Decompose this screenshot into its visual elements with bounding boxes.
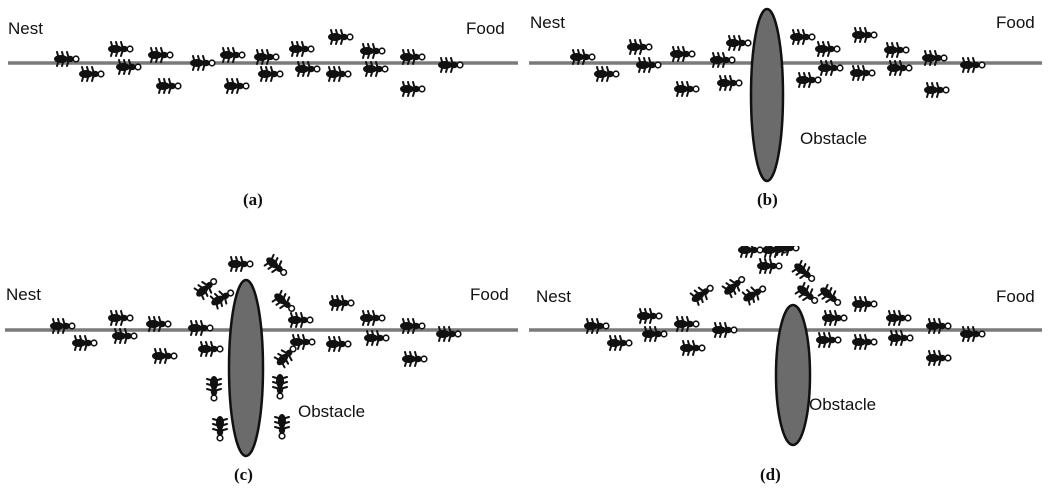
ant-icon <box>852 335 877 349</box>
ant-icon <box>198 342 223 356</box>
obstacle <box>751 9 783 181</box>
nest-label: Nest <box>6 285 41 304</box>
panel-d: Nest Food Obstacle (d) <box>524 246 1048 492</box>
food-label: Food <box>470 285 509 304</box>
ant-icon <box>438 58 463 72</box>
panel-b-figure: Nest Food Obstacle (b) <box>524 0 1048 246</box>
food-label: Food <box>996 287 1035 306</box>
panel-c-figure: Nest Food Obstacle (c) <box>0 246 524 492</box>
ant-icon <box>188 321 213 335</box>
ant-icon <box>924 83 949 97</box>
ant-icon <box>816 283 844 310</box>
ant-icon <box>220 48 245 62</box>
ant-icon <box>816 333 841 347</box>
ant-icon <box>148 48 173 62</box>
obstacle-label: Obstacle <box>809 395 876 414</box>
ant-icon <box>607 336 632 350</box>
ant-icon <box>726 36 751 50</box>
ant-icon <box>289 42 314 56</box>
ant-icon <box>402 352 427 366</box>
ant-icon <box>275 414 289 439</box>
ant-icon <box>822 311 847 325</box>
ant-icon <box>886 311 911 325</box>
obstacle-label: Obstacle <box>298 402 365 421</box>
ant-icon <box>594 67 619 81</box>
ant-icon <box>815 42 840 56</box>
ant-icon <box>270 289 298 316</box>
ant-icon <box>228 257 253 271</box>
ant-icon <box>884 43 909 57</box>
ant-icon <box>262 253 290 280</box>
ant-icon <box>273 342 300 369</box>
ant-icon <box>926 351 951 365</box>
panel-d-figure: Nest Food Obstacle (d) <box>524 246 1048 492</box>
ant-icon <box>364 331 389 345</box>
ant-icon <box>774 246 799 255</box>
ant-icon <box>850 66 875 80</box>
food-label: Food <box>466 19 505 38</box>
ant-icon <box>790 259 818 286</box>
nest-label: Nest <box>536 287 571 306</box>
food-label: Food <box>996 13 1035 32</box>
nest-label: Nest <box>530 13 565 32</box>
ant-icon <box>757 259 782 273</box>
ant-icon <box>712 323 737 337</box>
ant-icon <box>108 42 133 56</box>
ant-icon <box>400 82 425 96</box>
ant-icon <box>224 79 249 93</box>
panel-caption: (d) <box>760 465 781 484</box>
ant-icon <box>793 281 821 308</box>
ant-icon <box>108 311 133 325</box>
panel-b: Nest Food Obstacle (b) <box>524 0 1048 246</box>
panel-caption: (b) <box>757 190 778 209</box>
ant-icon <box>72 336 97 350</box>
ant-icon <box>156 79 181 93</box>
ant-icon <box>790 30 815 44</box>
ant-icon <box>738 246 763 257</box>
panel-caption: (a) <box>243 190 263 209</box>
ant-icon <box>152 349 177 363</box>
ant-icon <box>360 311 385 325</box>
ant-icon <box>796 73 821 87</box>
ant-icon <box>207 376 221 401</box>
ant-icon <box>273 374 287 399</box>
panel-a: Nest Food (a) <box>0 0 524 246</box>
panel-c: Nest Food Obstacle (c) <box>0 246 524 492</box>
obstacle-label: Obstacle <box>800 129 867 148</box>
ant-icon <box>627 40 652 54</box>
obstacle <box>776 305 810 445</box>
ant-icon <box>79 67 104 81</box>
ant-icon <box>329 296 354 310</box>
ant-icon <box>960 58 985 72</box>
ant-icon <box>680 341 705 355</box>
ant-icon <box>326 67 351 81</box>
nest-label: Nest <box>8 19 43 38</box>
panel-caption: (c) <box>234 465 253 484</box>
ant-icon <box>208 286 236 311</box>
ant-icon <box>740 282 768 307</box>
ant-icon <box>258 67 283 81</box>
ant-icon <box>674 82 699 96</box>
ant-icon <box>326 337 351 351</box>
ant-icon <box>636 58 661 72</box>
ant-icon <box>190 56 215 70</box>
obstacle <box>229 280 263 456</box>
ant-icon <box>670 47 695 61</box>
ant-icon <box>288 313 313 327</box>
ant-icon <box>360 44 385 58</box>
panel-a-figure: Nest Food (a) <box>0 0 524 246</box>
ant-icon <box>888 331 913 345</box>
ant-icon <box>328 30 353 44</box>
ant-icon <box>717 76 742 90</box>
ant-icon <box>213 416 227 441</box>
ant-icon <box>637 309 662 323</box>
ant-icon <box>710 53 735 67</box>
ant-icon <box>852 28 877 42</box>
ant-icon <box>852 297 877 311</box>
ant-icon <box>688 281 716 307</box>
